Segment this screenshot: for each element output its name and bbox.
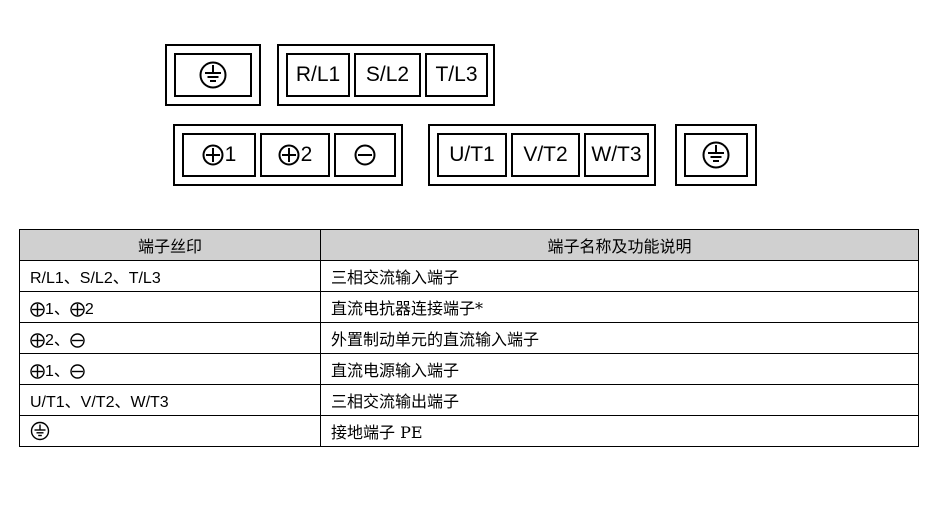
table-row: 接地端子 PE bbox=[19, 415, 919, 447]
marking-cell: R/L1、S/L2、T/L3 bbox=[19, 260, 321, 292]
marking-text: 1、 bbox=[45, 363, 70, 380]
table-header-row: 端子丝印 端子名称及功能说明 bbox=[19, 229, 919, 261]
terminal-number: 1 bbox=[224, 143, 237, 166]
terminal-t-l3: T/L3 bbox=[425, 53, 488, 97]
table-row: 2、 外置制动单元的直流输入端子 bbox=[19, 322, 919, 354]
terminal-s-l2: S/L2 bbox=[354, 53, 421, 97]
top-ground-terminal bbox=[174, 53, 252, 97]
terminal-plus-1: 1 bbox=[182, 133, 256, 177]
plus-icon bbox=[30, 302, 45, 317]
terminal-minus bbox=[334, 133, 396, 177]
description-cell: 三相交流输出端子 bbox=[320, 384, 919, 416]
description-cell: 直流电源输入端子 bbox=[320, 353, 919, 385]
top-ground-terminal-block bbox=[165, 44, 261, 106]
terminal-plus-2: 2 bbox=[260, 133, 330, 177]
plus-icon bbox=[278, 144, 300, 166]
bottom-ground-terminal bbox=[684, 133, 748, 177]
terminal-spec-table: 端子丝印 端子名称及功能说明 R/L1、S/L2、T/L3 三相交流输入端子 1… bbox=[19, 229, 919, 447]
marking-text: 2 bbox=[84, 301, 94, 318]
table-row: U/T1、V/T2、W/T3 三相交流输出端子 bbox=[19, 384, 919, 416]
ground-icon bbox=[199, 61, 227, 89]
marking-cell: U/T1、V/T2、W/T3 bbox=[19, 384, 321, 416]
terminal-r-l1: R/L1 bbox=[286, 53, 350, 97]
minus-icon bbox=[354, 144, 376, 166]
marking-cell: 1、 bbox=[19, 353, 321, 385]
description-cell: 接地端子 PE bbox=[320, 415, 919, 447]
plus-icon bbox=[70, 302, 85, 317]
description-cell: 三相交流输入端子 bbox=[320, 260, 919, 292]
marking-text: 2、 bbox=[45, 332, 70, 349]
table-row: R/L1、S/L2、T/L3 三相交流输入端子 bbox=[19, 260, 919, 292]
ground-icon bbox=[702, 141, 730, 169]
table-row: 1、 直流电源输入端子 bbox=[19, 353, 919, 385]
plus-icon bbox=[202, 144, 224, 166]
plus-icon bbox=[30, 333, 45, 348]
input-terminal-block: R/L1 S/L2 T/L3 bbox=[277, 44, 495, 106]
marking-cell bbox=[19, 415, 321, 447]
bottom-ground-terminal-block bbox=[675, 124, 757, 186]
header-description: 端子名称及功能说明 bbox=[320, 229, 919, 261]
table-row: 1、 2 直流电抗器连接端子* bbox=[19, 291, 919, 323]
description-cell: 直流电抗器连接端子* bbox=[320, 291, 919, 323]
plus-icon bbox=[30, 364, 45, 379]
output-terminal-block: U/T1 V/T2 W/T3 bbox=[428, 124, 656, 186]
description-cell: 外置制动单元的直流输入端子 bbox=[320, 322, 919, 354]
dc-terminal-block: 1 2 bbox=[173, 124, 403, 186]
marking-cell: 2、 bbox=[19, 322, 321, 354]
minus-icon bbox=[70, 333, 85, 348]
ground-icon bbox=[30, 421, 50, 441]
header-marking: 端子丝印 bbox=[19, 229, 321, 261]
terminal-u-t1: U/T1 bbox=[437, 133, 507, 177]
terminal-w-t3: W/T3 bbox=[584, 133, 649, 177]
marking-text: 1、 bbox=[45, 301, 70, 318]
terminal-number: 2 bbox=[300, 143, 313, 166]
minus-icon bbox=[70, 364, 85, 379]
terminal-v-t2: V/T2 bbox=[511, 133, 580, 177]
marking-cell: 1、 2 bbox=[19, 291, 321, 323]
